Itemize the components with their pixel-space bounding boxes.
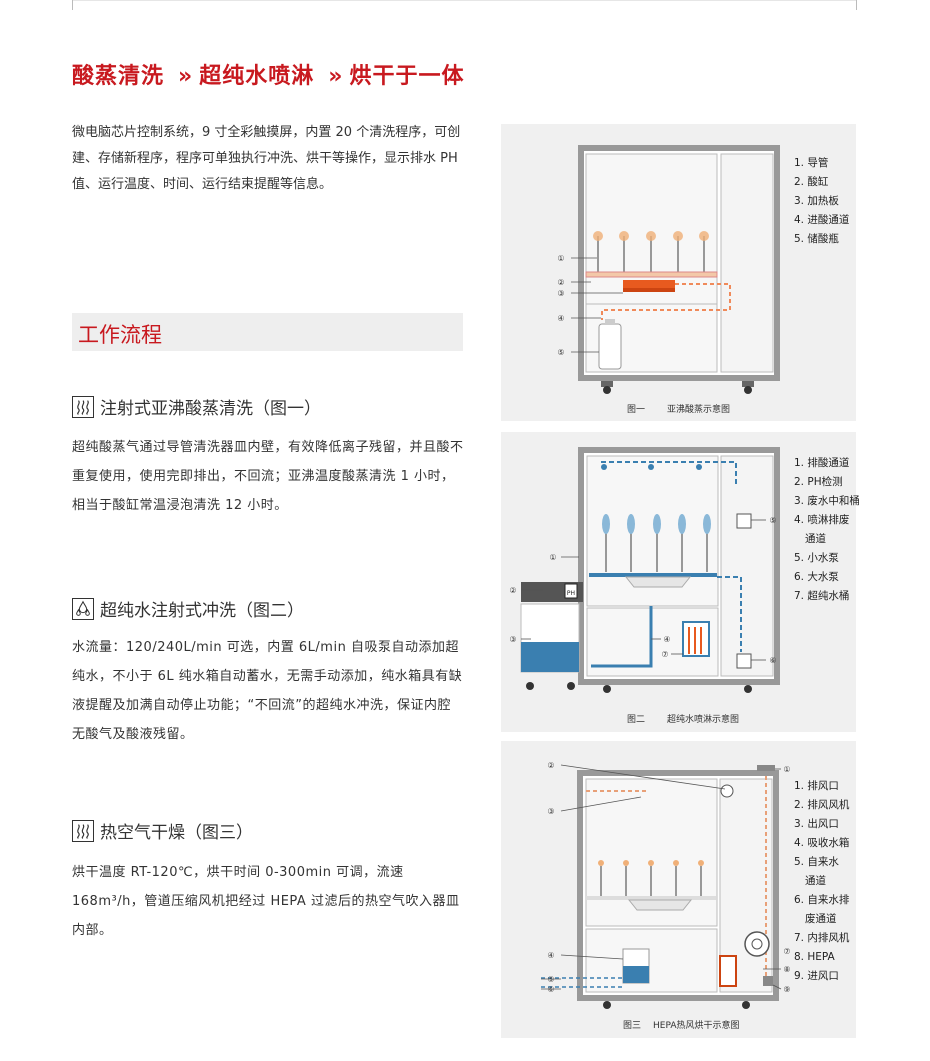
legend-item: 2. 酸缸 (794, 176, 829, 188)
figure-3-marker-3: ③ (547, 807, 554, 816)
intro-paragraph: 微电脑芯片控制系统，9 寸全彩触摸屏，内置 20 个清洗程序，可创建、存储新程序… (72, 125, 461, 192)
figure-1-marker-2: ② (557, 278, 564, 287)
legend-item: 5. 储酸瓶 (794, 233, 839, 245)
legend-item: 5. 小水泵 (794, 552, 839, 564)
figure-1-marker-1: ① (557, 254, 564, 263)
step-3-text: 烘干温度 RT-120℃，烘干时间 0-300min 可调，流速 168m³/h… (72, 865, 460, 938)
legend-item: 2. 排风风机 (794, 799, 850, 811)
step-2-text: 水流量：120/240L/min 可选，内置 6L/min 自吸泵自动添加超纯水… (72, 640, 463, 742)
figure-3-marker-2: ② (547, 761, 554, 770)
legend-item: 7. 内排风机 (794, 932, 850, 944)
ph-label: PH (567, 590, 575, 597)
legend-item: 4. 进酸通道 (794, 214, 850, 226)
steam-icon (72, 396, 94, 418)
legend-item: 6. 自来水排 (794, 894, 850, 906)
caption-number: 图三 (623, 1021, 642, 1031)
figure-1-marker-5: ⑤ (557, 348, 564, 357)
heat-icon (72, 820, 94, 842)
figure-2-panel: PH ① ② ③ ④ ⑤ ⑥ ⑦ 1. 排酸通道 2. PH检测 3. 废水中和… (501, 432, 860, 732)
caption-text: 超纯水喷淋示意图 (667, 715, 740, 725)
figure-2-legend: 1. 排酸通道 2. PH检测 3. 废水中和桶 4. 喷淋排废 通道 5. 小… (794, 454, 860, 606)
step-1-heading: 注射式亚沸酸蒸清洗（图一） (72, 394, 321, 419)
figure-3-marker-1: ① (783, 765, 790, 774)
step-1-text: 超纯酸蒸气通过导管清洗器皿内壁，有效降低离子残留，并且酸不重复使用，使用完即排出… (72, 440, 464, 513)
figure-3-diagram: ① ② ③ ④ ⑤ ⑥ ⑦ ⑧ ⑨ (541, 761, 791, 1009)
legend-item: 6. 大水泵 (794, 571, 839, 583)
figure-1-diagram: ① ② ③ ④ ⑤ (557, 145, 780, 394)
section-header: 工作流程 (72, 313, 463, 351)
figure-1-marker-3: ③ (557, 289, 564, 298)
legend-item: 1. 排酸通道 (794, 457, 850, 469)
legend-item: 4. 喷淋排废 (794, 514, 850, 526)
figure-2-marker-7: ⑦ (661, 650, 668, 659)
figure-1-panel: ① ② ③ ④ ⑤ 1. 导管 2. 酸缸 3. 加热板 4. 进酸通道 5. … (501, 124, 856, 421)
figure-3-panel: ① ② ③ ④ ⑤ ⑥ ⑦ ⑧ ⑨ 1. 排风口 2. 排风风机 3. 出风口 … (501, 741, 856, 1038)
hero-part-acid-steam: 酸蒸清洗 (72, 64, 165, 89)
figure-3-marker-4: ④ (547, 951, 554, 960)
figure-2-marker-4: ④ (663, 635, 670, 644)
hero-part-drying: 烘干于一体 (349, 64, 465, 89)
figure-2-marker-6: ⑥ (769, 656, 776, 665)
hero-part-water-spray: 超纯水喷淋 (199, 64, 315, 89)
step-2-heading: 超纯水注射式冲洗（图二） (72, 596, 304, 621)
step-3-heading: 热空气干燥（图三） (72, 818, 253, 843)
caption-text: HEPA热风烘干示意图 (653, 1021, 740, 1031)
legend-item: 9. 进风口 (794, 970, 839, 982)
caption-number: 图一 (627, 405, 646, 415)
top-tick-left (72, 0, 73, 10)
legend-item: 4. 吸收水箱 (794, 837, 850, 849)
legend-item: 7. 超纯水桶 (794, 590, 850, 602)
caption-text: 亚沸酸蒸示意图 (667, 405, 731, 415)
water-drops-icon (72, 598, 94, 620)
step-2-title: 超纯水注射式冲洗（图二） (100, 601, 304, 621)
figure-1-legend: 1. 导管 2. 酸缸 3. 加热板 4. 进酸通道 5. 储酸瓶 (794, 154, 849, 249)
legend-item: 1. 排风口 (794, 780, 839, 792)
figure-1-marker-4: ④ (557, 314, 564, 323)
figure-3-marker-8: ⑧ (783, 965, 790, 974)
legend-item: 通道 (805, 533, 826, 545)
caption-number: 图二 (627, 715, 646, 725)
figure-3-marker-7: ⑦ (783, 947, 790, 956)
figure-3-marker-6: ⑥ (547, 985, 554, 994)
step-3-title: 热空气干燥（图三） (100, 823, 253, 843)
top-tick-right (856, 0, 857, 10)
legend-item: 1. 导管 (794, 157, 829, 169)
figure-3-caption: 图三 HEPA热风烘干示意图 (623, 1018, 739, 1031)
legend-item: 废通道 (805, 913, 837, 925)
legend-item: 通道 (805, 875, 826, 887)
top-divider (72, 0, 856, 1)
figure-2-marker-3: ③ (509, 635, 516, 644)
figure-3-marker-5: ⑤ (547, 975, 554, 984)
hero-headline: 酸蒸清洗»超纯水喷淋»烘干于一体 (72, 58, 464, 90)
figure-1-caption: 图一 亚沸酸蒸示意图 (627, 402, 730, 415)
figure-2-caption: 图二 超纯水喷淋示意图 (627, 712, 739, 725)
legend-item: 3. 加热板 (794, 195, 839, 207)
legend-item: 8. HEPA (794, 951, 835, 963)
legend-item: 3. 出风口 (794, 818, 839, 830)
step-1-title: 注射式亚沸酸蒸清洗（图一） (100, 399, 321, 419)
legend-item: 5. 自来水 (794, 856, 839, 868)
legend-item: 3. 废水中和桶 (794, 495, 860, 507)
section-title: 工作流程 (78, 323, 162, 347)
hero-separator: » (178, 64, 194, 89)
figure-2-marker-2: ② (509, 586, 516, 595)
figure-2-marker-5: ⑤ (769, 516, 776, 525)
figure-2-diagram: PH ① ② ③ ④ ⑤ ⑥ ⑦ (509, 447, 780, 693)
figure-2-marker-1: ① (549, 553, 556, 562)
legend-item: 2. PH检测 (794, 476, 843, 488)
figure-3-marker-9: ⑨ (783, 985, 790, 994)
figure-3-legend: 1. 排风口 2. 排风风机 3. 出风口 4. 吸收水箱 5. 自来水 通道 … (794, 777, 849, 986)
hero-separator: » (328, 64, 344, 89)
